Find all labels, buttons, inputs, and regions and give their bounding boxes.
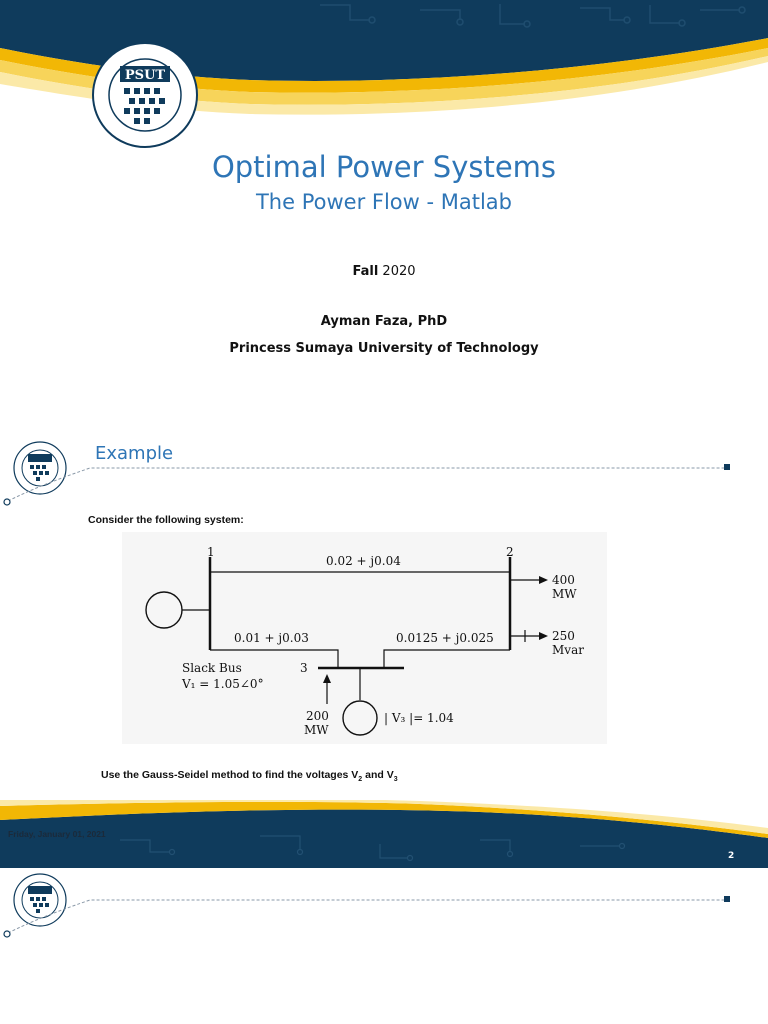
line-2-3-impedance: 0.0125 + j0.025 <box>396 631 494 645</box>
load-q-value: 250 <box>552 629 575 643</box>
lead-text: Consider the following system: <box>88 514 244 526</box>
power-system-diagram: 1 2 3 0.02 + j0.04 0.01 + j0.03 0.0125 +… <box>122 532 607 744</box>
semester-word: Fall <box>352 264 379 279</box>
v3-magnitude: | V₃ |= 1.04 <box>384 711 454 725</box>
bus-1-label: 1 <box>207 545 215 559</box>
task-text: Use the Gauss-Seidel method to find the … <box>101 769 398 783</box>
gen-3-power: 200 <box>306 709 329 723</box>
line-1-3 <box>210 649 339 656</box>
psut-logo-small <box>13 441 67 495</box>
load-p-value: 400 <box>552 573 575 587</box>
gen-3-unit: MW <box>304 723 329 737</box>
line-1-2-impedance: 0.02 + j0.04 <box>326 554 401 568</box>
task-sub-2: 3 <box>393 776 398 784</box>
section-title: Example <box>95 443 174 464</box>
footer-banner <box>0 800 768 868</box>
section-header-rule <box>3 464 730 506</box>
slack-voltage: V₁ = 1.05∠0° <box>181 677 264 691</box>
task-text-a: Use the Gauss-Seidel method to find the … <box>101 769 359 781</box>
task-text-b: and V <box>362 769 394 781</box>
semester: Fall 2020 <box>0 264 768 279</box>
semester-year: 2020 <box>382 264 416 279</box>
author: Ayman Faza, PhD <box>320 314 448 329</box>
presentation-title: Optimal Power Systems <box>211 150 557 184</box>
footer-date: Friday, January 01, 2021 <box>8 829 106 839</box>
section-header-rule-2 <box>3 896 730 938</box>
slack-bus-label: Slack Bus <box>182 661 242 675</box>
task-sub-1: 2 <box>358 776 363 784</box>
load-q-unit: Mvar <box>552 643 584 657</box>
gen-3 <box>342 700 378 736</box>
bus-3-label: 3 <box>300 661 308 675</box>
load-p-unit: MW <box>552 587 577 601</box>
svg-text:PSUT: PSUT <box>125 68 166 83</box>
psut-logo-small-2 <box>13 873 67 927</box>
university: Princess Sumaya University of Technology <box>229 341 539 356</box>
slack-generator <box>145 591 183 629</box>
page-number: 2 <box>728 851 735 861</box>
line-1-3-impedance: 0.01 + j0.03 <box>234 631 309 645</box>
psut-logo: PSUT <box>92 42 198 148</box>
line-2-3 <box>383 649 510 656</box>
presentation-subtitle: The Power Flow - Matlab <box>255 190 513 214</box>
bus-2-label: 2 <box>506 545 514 559</box>
